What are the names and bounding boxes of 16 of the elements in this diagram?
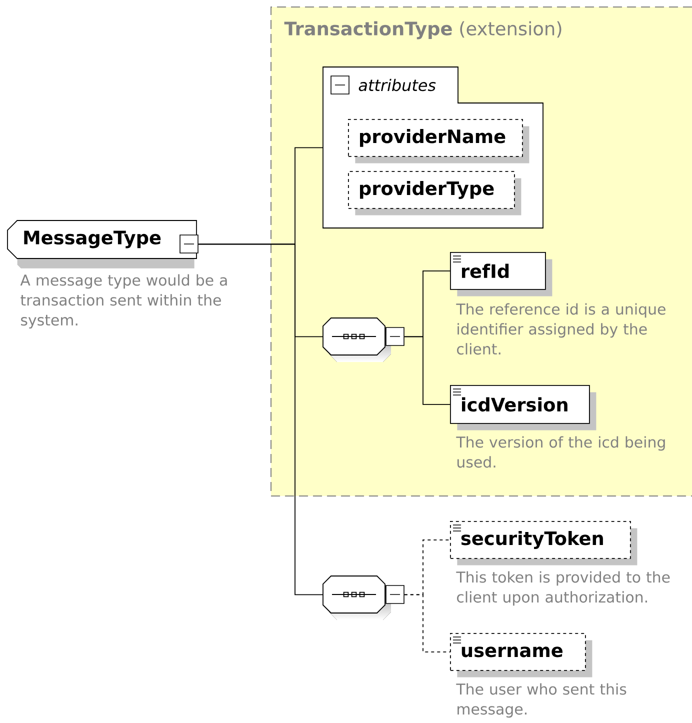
description-text: The version of the icd being used. bbox=[456, 436, 665, 468]
element-box: refId bbox=[450, 252, 552, 296]
element-box: securityToken bbox=[450, 521, 638, 566]
element-box: providerName bbox=[348, 119, 530, 164]
description-text: The reference id is a unique identifier assigned by the client. bbox=[456, 303, 666, 355]
group-title: attributes bbox=[358, 78, 436, 92]
description-text: This token is provided to the client upon authorization. bbox=[456, 571, 670, 606]
description-text: A message type would be a transaction sent within the system. bbox=[20, 274, 227, 329]
element-box: icdVersion bbox=[450, 385, 596, 430]
connector-line bbox=[198, 244, 324, 596]
description-text: The user who sent this message. bbox=[456, 683, 626, 718]
connector-line bbox=[404, 594, 450, 652]
element-box: MessageType bbox=[7, 220, 197, 268]
connector-line bbox=[404, 336, 450, 405]
element-box: username bbox=[450, 633, 592, 678]
element-box: providerType bbox=[348, 171, 522, 216]
